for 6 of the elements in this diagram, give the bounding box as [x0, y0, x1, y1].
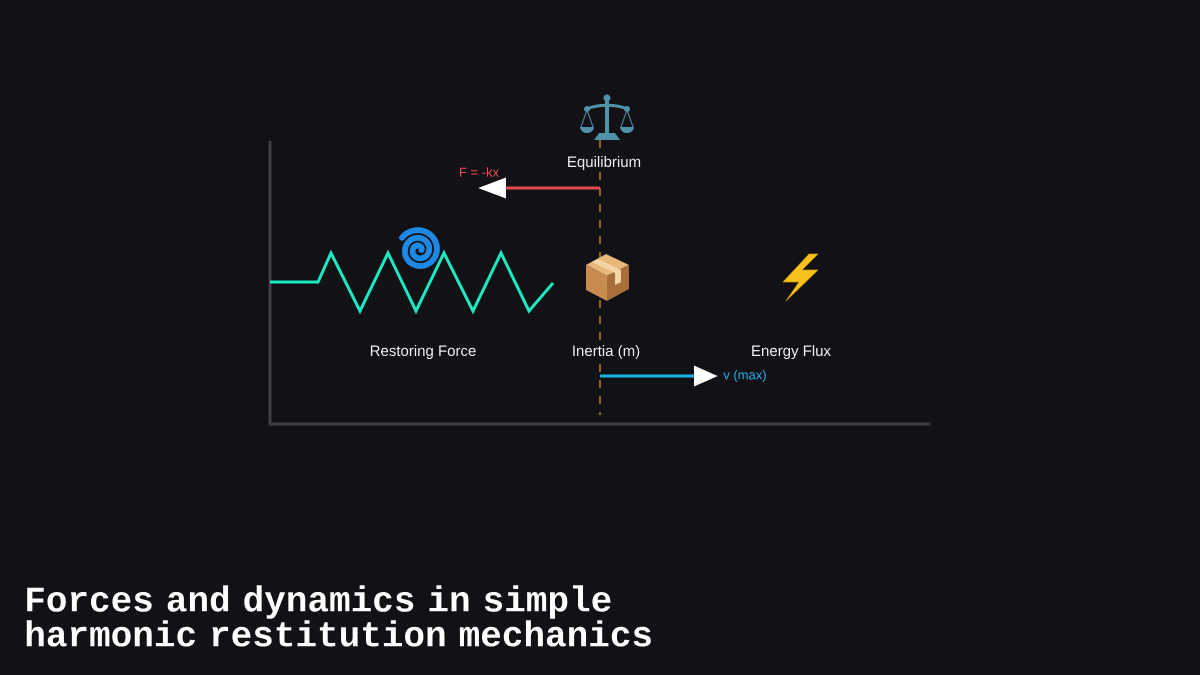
icon-label: Equilibrium [564, 154, 644, 172]
title: Forces and dynamics in simple harmonic restitution mechanics [26, 585, 651, 647]
icon-label: Restoring Force [367, 343, 479, 361]
icon-label: Energy Flux [749, 343, 834, 361]
icon-label: Inertia (m) [569, 343, 643, 361]
arrow-label: F = -kx [456, 165, 502, 179]
